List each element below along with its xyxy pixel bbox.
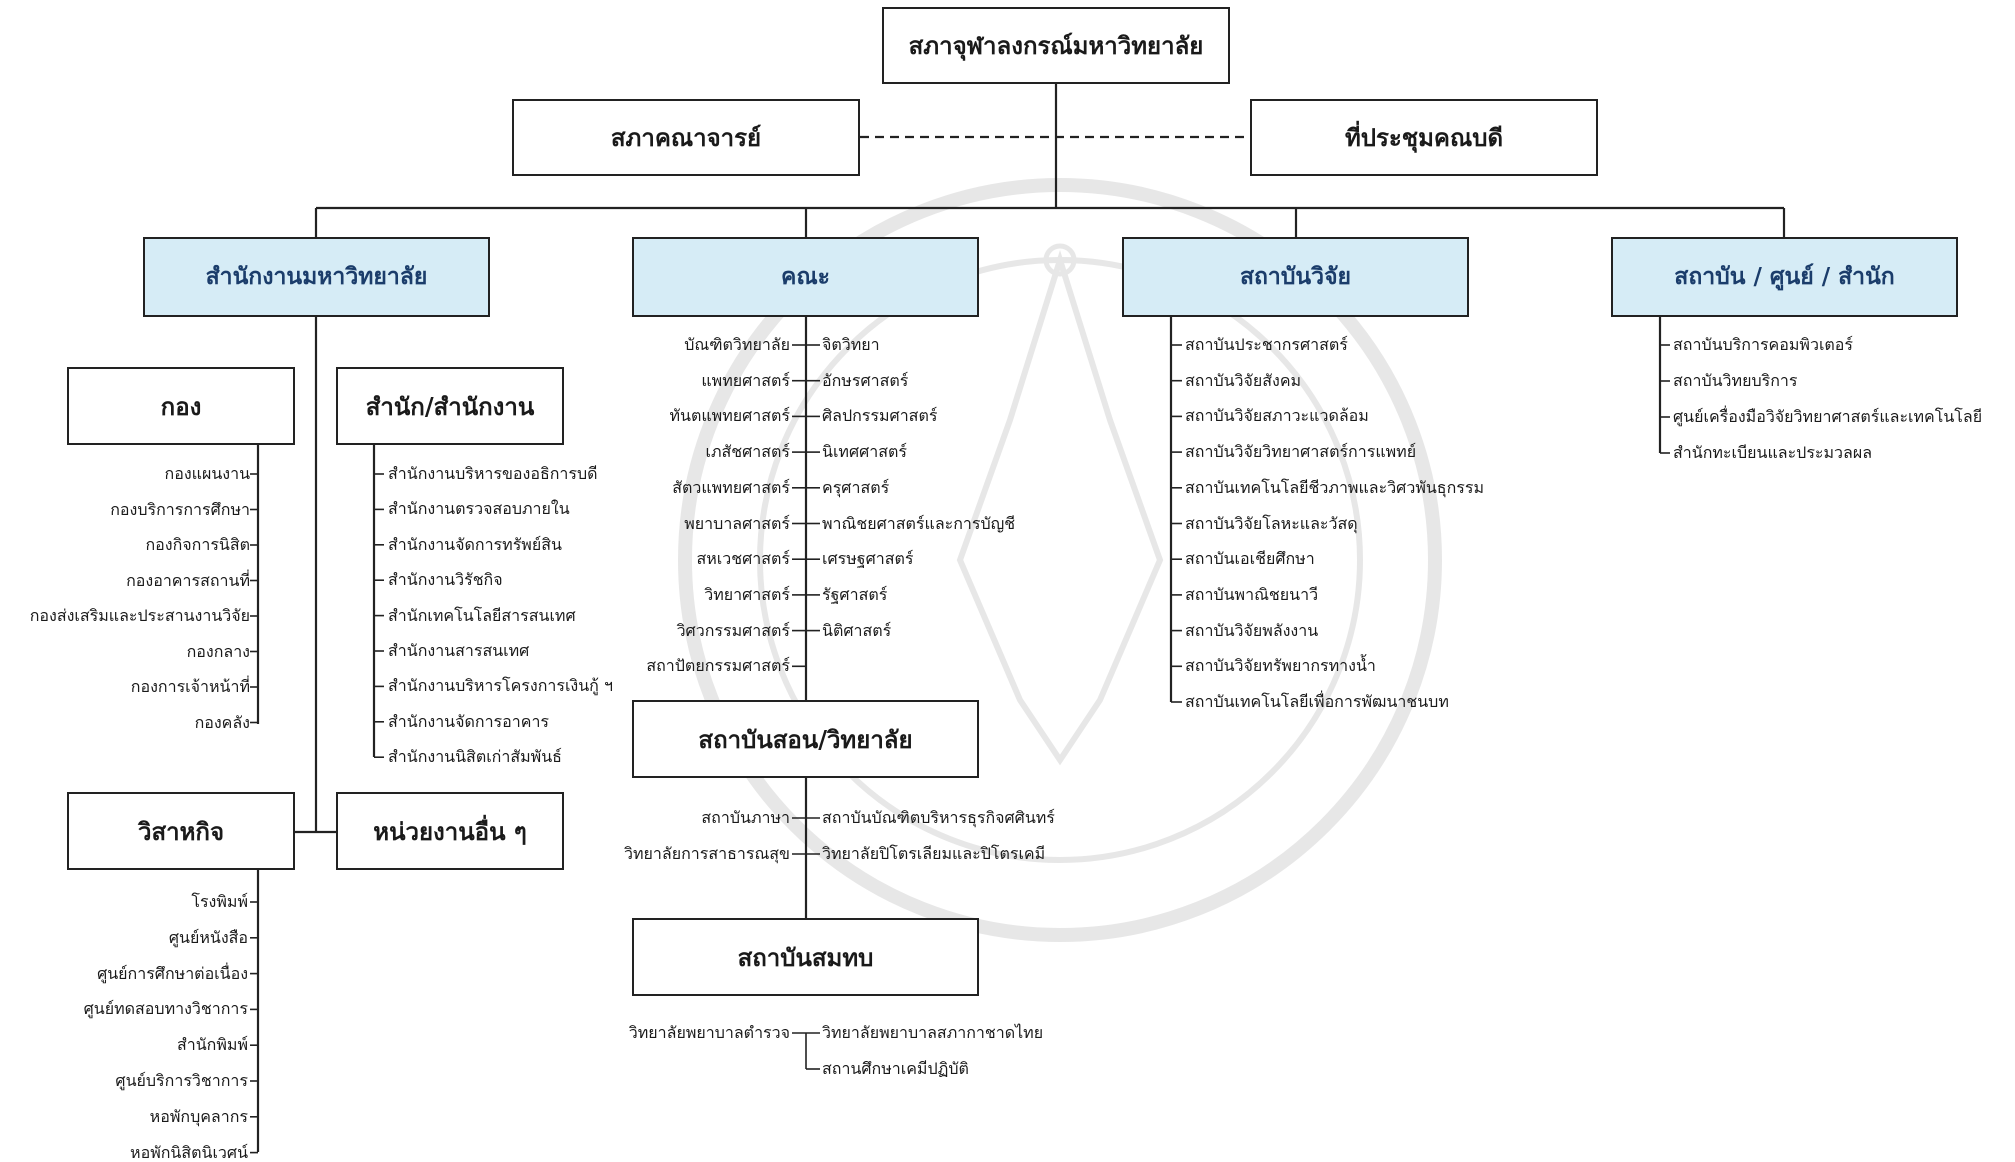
center-item[interactable]: สถาบันวิทยบริการ [1673,371,1798,390]
center-item[interactable]: ศูนย์เครื่องมือวิจัยวิทยาศาสตร์และเทคโนโ… [1673,407,1983,426]
enterprise-item[interactable]: ศูนย์บริการวิชาการ [115,1071,248,1090]
division-item[interactable]: กองอาคารสถานที่ [126,570,250,590]
research-institutes-box[interactable]: สถาบันวิจัย [1122,237,1469,317]
division-box[interactable]: กอง [67,367,295,445]
teaching-institute-item[interactable]: สถาบันภาษา [701,808,790,827]
faculty-item[interactable]: ครุศาสตร์ [822,477,890,497]
bureau-box[interactable]: สำนัก/สำนักงาน [336,367,564,445]
faculty-item[interactable]: นิติศาสตร์ [822,620,892,640]
research-institute-item[interactable]: สถาบันวิจัยวิทยาศาสตร์การแพทย์ [1185,442,1417,462]
enterprise-box[interactable]: วิสาหกิจ [67,792,295,870]
faculty-item[interactable]: รัฐศาสตร์ [822,584,888,604]
enterprise-item[interactable]: ศูนย์การศึกษาต่อเนื่อง [97,963,248,983]
division-item[interactable]: กองกิจการนิสิต [145,535,250,554]
faculties-box[interactable]: คณะ [632,237,979,317]
faculty-item[interactable]: พาณิชยศาสตร์และการบัญชี [822,513,1016,533]
enterprise-item[interactable]: หอพักบุคลากร [149,1106,248,1126]
division-item[interactable]: กองการเจ้าหน้าที่ [130,677,250,696]
bureau-item[interactable]: สำนักงานวิรัชกิจ [388,570,503,590]
bureau-item[interactable]: สำนักงานสารสนเทศ [388,641,530,660]
teaching-institutes-box[interactable]: สถาบันสอน/วิทยาลัย [632,700,979,778]
bureau-item[interactable]: สำนักงานจัดการทรัพย์สิน [388,534,562,554]
enterprise-item[interactable]: หอพักนิสิตนิเวศน์ [130,1142,248,1162]
faculty-item[interactable]: สหเวชศาสตร์ [696,549,790,569]
faculty-item[interactable]: อักษรศาสตร์ [822,370,909,390]
bureau-item[interactable]: สำนักงานบริหารของอธิการบดี [388,464,598,483]
division-item[interactable]: กองบริการการศึกษา [110,499,250,519]
research-institute-item[interactable]: สถาบันวิจัยสังคม [1185,370,1302,390]
faculty-item[interactable]: พยาบาลศาสตร์ [684,513,790,533]
research-institute-item[interactable]: สถาบันวิจัยสภาวะแวดล้อม [1185,406,1369,426]
faculty-item[interactable]: สถาปัตยกรรมศาสตร์ [646,656,790,676]
bureau-item[interactable]: สำนักงานตรวจสอบภายใน [388,499,570,519]
centers-box[interactable]: สถาบัน / ศูนย์ / สำนัก [1611,237,1958,317]
enterprise-item[interactable]: ศูนย์ทดสอบทางวิชาการ [83,999,248,1019]
center-item[interactable]: สำนักทะเบียนและประมวลผล [1673,443,1873,462]
university-office-box[interactable]: สำนักงานมหาวิทยาลัย [143,237,490,317]
research-institute-item[interactable]: สถาบันเทคโนโลยีชีวภาพและวิศวพันธุกรรม [1185,477,1484,497]
faculty-item[interactable]: วิทยาศาสตร์ [704,584,790,604]
council-box[interactable]: สภาจุฬาลงกรณ์มหาวิทยาลัย [882,7,1230,84]
faculty-item[interactable]: จิตวิทยา [822,335,880,354]
center-item[interactable]: สถาบันบริการคอมพิวเตอร์ [1673,335,1853,354]
bureau-item[interactable]: สำนักงานนิสิตเก่าสัมพันธ์ [388,747,562,767]
research-institute-item[interactable]: สถาบันวิจัยโลหะและวัสดุ [1185,513,1358,533]
teaching-institute-item[interactable]: วิทยาลัยการสาธารณสุข [624,844,790,863]
faculty-senate-box[interactable]: สภาคณาจารย์ [512,99,860,176]
research-institute-item[interactable]: สถาบันวิจัยพลังงาน [1185,620,1319,640]
faculty-item[interactable]: บัณฑิตวิทยาลัย [684,335,790,354]
faculty-item[interactable]: เศรษฐศาสตร์ [822,549,914,569]
bureau-item[interactable]: สำนักงานจัดการอาคาร [388,711,550,731]
division-item[interactable]: กองคลัง [194,712,250,732]
faculty-item[interactable]: วิศวกรรมศาสตร์ [676,620,790,640]
teaching-institute-item[interactable]: สถาบันบัณฑิตบริหารธุรกิจศศินทร์ [822,808,1055,827]
bureau-item[interactable]: สำนักเทคโนโลยีสารสนเทศ [388,605,576,625]
faculty-item[interactable]: ทันตแพทยศาสตร์ [669,406,790,426]
division-item[interactable]: กองกลาง [186,641,250,661]
affiliated-institute-item[interactable]: วิทยาลัยพยาบาลตำรวจ [628,1023,790,1042]
faculty-item[interactable]: แพทยศาสตร์ [701,370,790,390]
research-institute-item[interactable]: สถาบันเทคโนโลยีเพื่อการพัฒนาชนบท [1185,692,1449,711]
deans-meeting-box[interactable]: ที่ประชุมคณบดี [1250,99,1598,176]
division-item[interactable]: กองส่งเสริมและประสานงานวิจัย [29,606,250,625]
university-seal-watermark [678,178,1442,942]
other-units-box[interactable]: หน่วยงานอื่น ๆ [336,792,564,870]
research-institute-item[interactable]: สถาบันเอเชียศึกษา [1185,549,1315,569]
research-institute-item[interactable]: สถาบันประชากรศาสตร์ [1185,335,1348,354]
faculty-item[interactable]: สัตวแพทยศาสตร์ [672,477,790,497]
enterprise-item[interactable]: โรงพิมพ์ [191,892,248,911]
affiliated-institute-item[interactable]: วิทยาลัยพยาบาลสภากาชาดไทย [822,1023,1044,1042]
affiliated-institutes-box[interactable]: สถาบันสมทบ [632,918,979,996]
faculty-item[interactable]: ศิลปกรรมศาสตร์ [822,406,938,426]
division-item[interactable]: กองแผนงาน [164,464,250,483]
research-institute-item[interactable]: สถาบันวิจัยทรัพยากรทางน้ำ [1185,656,1376,676]
connector-lines [250,84,1786,1154]
bureau-item[interactable]: สำนักงานบริหารโครงการเงินกู้ ฯ [388,676,613,696]
affiliated-institute-item[interactable]: สถานศึกษาเคมีปฏิบัติ [822,1059,969,1078]
faculty-item[interactable]: เภสัชศาสตร์ [705,442,790,462]
enterprise-item[interactable]: สำนักพิมพ์ [176,1035,248,1055]
research-institute-item[interactable]: สถาบันพาณิชยนาวี [1185,584,1319,604]
enterprise-item[interactable]: ศูนย์หนังสือ [168,927,248,947]
teaching-institute-item[interactable]: วิทยาลัยปิโตรเลียมและปิโตรเคมี [822,844,1046,863]
faculty-item[interactable]: นิเทศศาสตร์ [822,442,907,462]
